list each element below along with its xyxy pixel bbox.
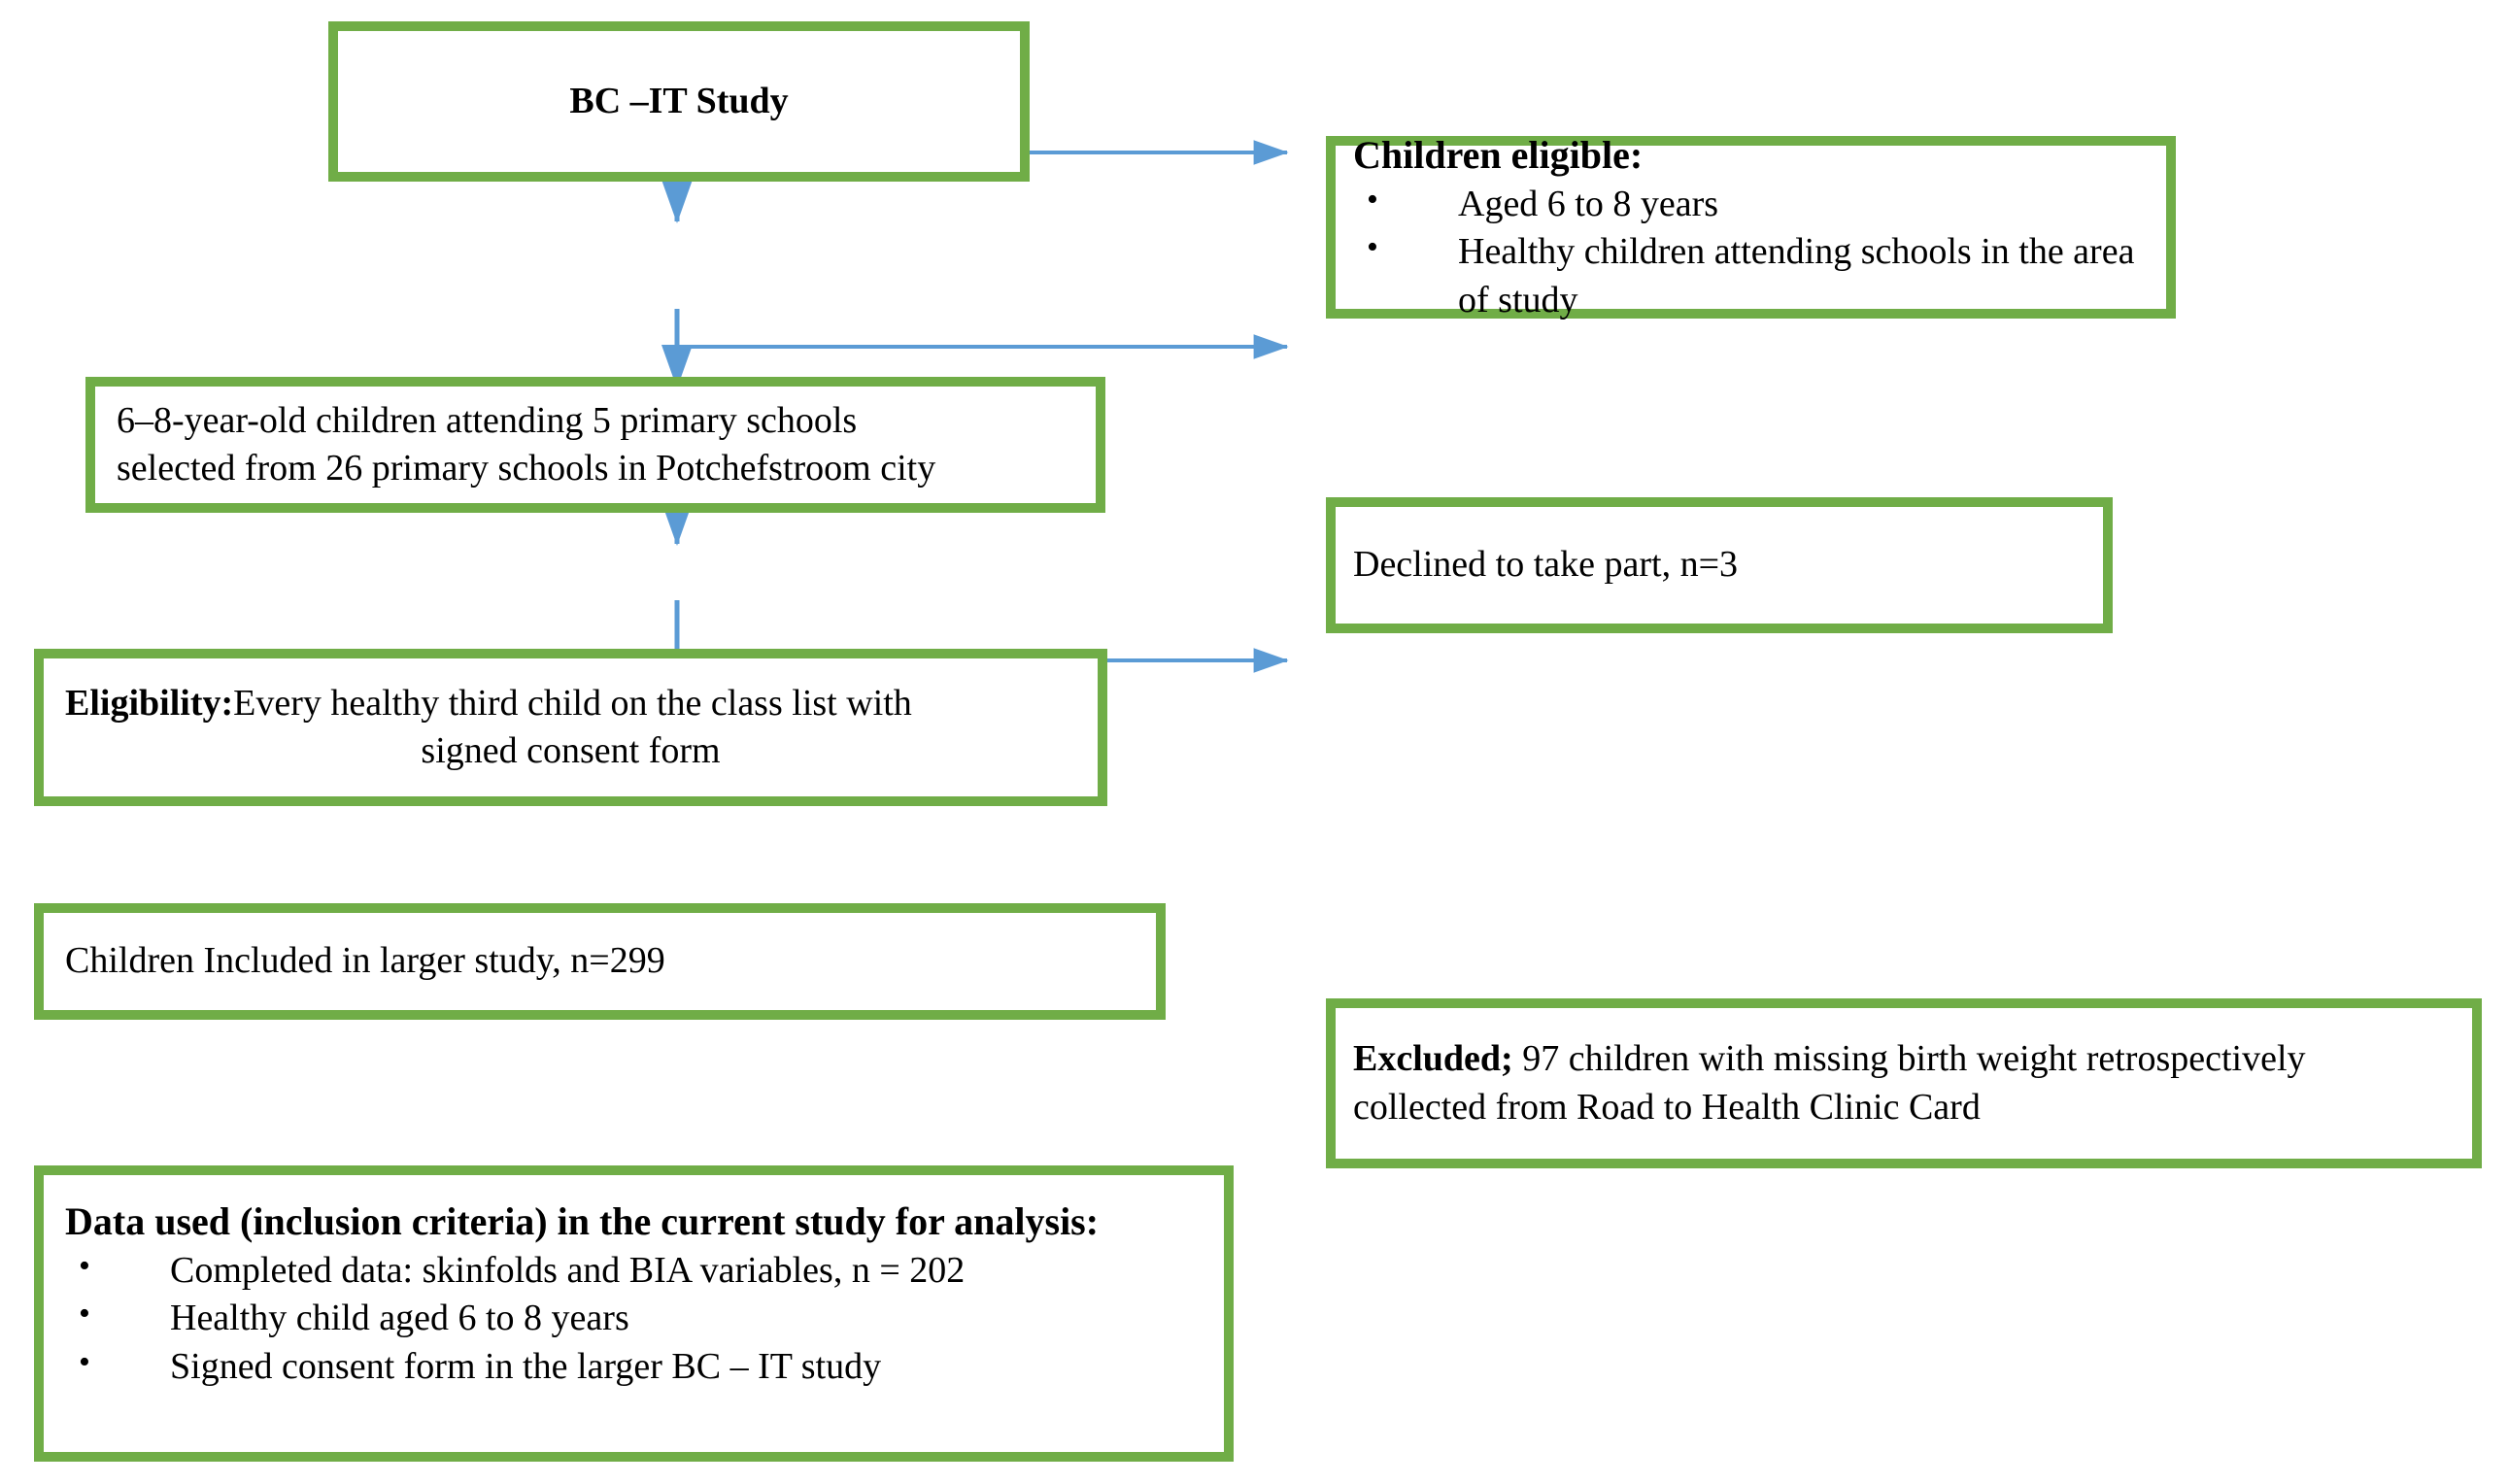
excluded-line-2: collected from Road to Health Clinic Car…: [1353, 1086, 1981, 1128]
node-final-body: Data used (inclusion criteria) in the cu…: [44, 1175, 1224, 1391]
children-eligible-bullet-list: Aged 6 to 8 years Healthy children atten…: [1353, 179, 2149, 324]
excluded-line-1: Excluded; 97 children with missing birth…: [1353, 1035, 2455, 1083]
final-heading: Data used (inclusion criteria) in the cu…: [65, 1199, 1100, 1243]
declined-text: Declined to take part, n=3: [1353, 544, 1739, 586]
list-item: Signed consent form in the larger BC – I…: [65, 1341, 1203, 1391]
excluded-line-1-rest: 97 children with missing birth weight re…: [1522, 1038, 2306, 1080]
node-excluded[interactable]: Excluded; 97 children with missing birth…: [1326, 998, 2482, 1168]
node-included-body: Children Included in larger study, n=299: [44, 937, 1156, 985]
eligibility-line-1-rest: Every healthy third child on the class l…: [233, 682, 912, 724]
study-title-text: BC –IT Study: [569, 80, 789, 121]
node-final-data-used[interactable]: Data used (inclusion criteria) in the cu…: [34, 1165, 1234, 1462]
node-included[interactable]: Children Included in larger study, n=299: [34, 903, 1166, 1020]
node-declined-body: Declined to take part, n=3: [1336, 541, 2103, 589]
list-item: Completed data: skinfolds and BIA variab…: [65, 1245, 1203, 1295]
list-item: Healthy child aged 6 to 8 years: [65, 1293, 1203, 1342]
node-study-title-body: BC –IT Study: [338, 78, 1020, 125]
node-children-eligible[interactable]: Children eligible: Aged 6 to 8 years Hea…: [1326, 133, 2176, 320]
list-item: Aged 6 to 8 years: [1353, 179, 2149, 228]
included-text: Children Included in larger study, n=299: [65, 940, 665, 982]
node-study-title[interactable]: BC –IT Study: [328, 21, 1030, 182]
excluded-label: Excluded;: [1353, 1038, 1513, 1080]
node-eligibility-body: Eligibility:Every healthy third child on…: [44, 680, 1098, 776]
node-schools-body: 6–8-year-old children attending 5 primar…: [95, 397, 1096, 493]
node-schools[interactable]: 6–8-year-old children attending 5 primar…: [85, 377, 1105, 513]
eligibility-label: Eligibility:: [65, 682, 234, 724]
eligibility-line-1: Eligibility:Every healthy third child on…: [65, 680, 1076, 727]
node-excluded-body: Excluded; 97 children with missing birth…: [1336, 1035, 2472, 1131]
final-bullet-list: Completed data: skinfolds and BIA variab…: [65, 1245, 1203, 1391]
eligibility-line-2: signed consent form: [421, 730, 721, 771]
list-item: Healthy children attending schools in th…: [1353, 226, 2149, 324]
node-children-eligible-body: Children eligible: Aged 6 to 8 years Hea…: [1336, 130, 2166, 324]
schools-line-2: selected from 26 primary schools in Potc…: [117, 448, 936, 489]
children-eligible-heading: Children eligible:: [1353, 132, 1644, 177]
node-eligibility[interactable]: Eligibility:Every healthy third child on…: [34, 649, 1107, 806]
schools-line-1: 6–8-year-old children attending 5 primar…: [117, 399, 858, 441]
node-declined[interactable]: Declined to take part, n=3: [1326, 497, 2113, 633]
